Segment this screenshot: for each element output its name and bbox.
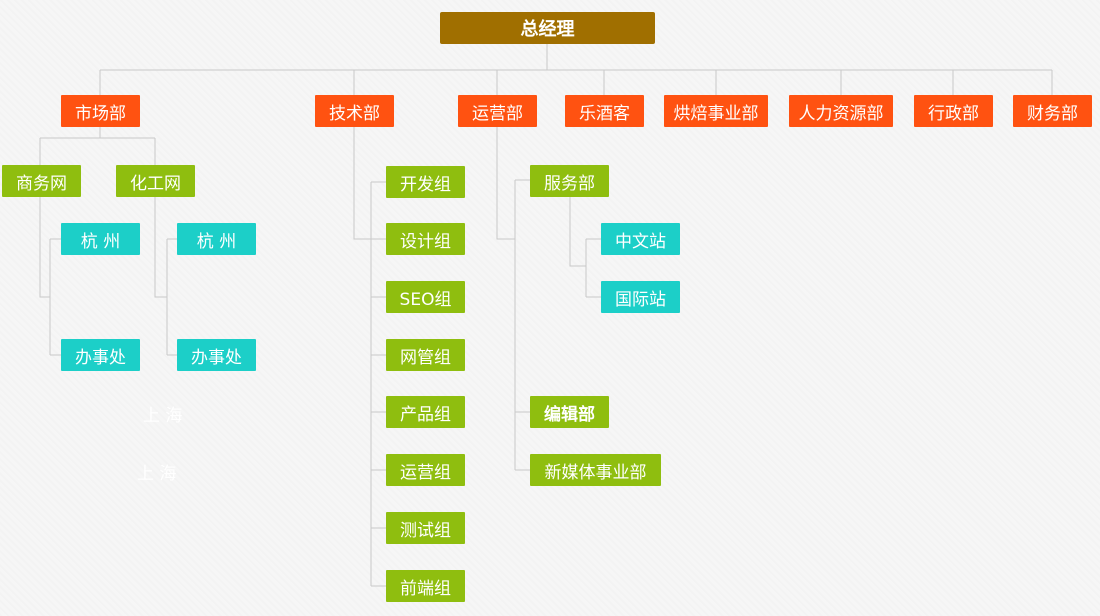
- faint-label-shanghai: 上 海: [143, 406, 183, 426]
- dept-ops[interactable]: 运营部: [458, 95, 537, 127]
- tech-team-dev[interactable]: 开发组: [386, 166, 465, 198]
- ops-editorial-dept[interactable]: 编辑部: [530, 396, 609, 428]
- tech-team-netadmin[interactable]: 网管组: [386, 339, 465, 371]
- connector-line: [39, 197, 61, 356]
- chem-net-hangzhou[interactable]: 杭 州: [177, 223, 256, 255]
- connector-line: [569, 197, 601, 298]
- tech-team-seo[interactable]: SEO组: [386, 281, 465, 313]
- tech-team-design[interactable]: 设计组: [386, 223, 465, 255]
- tech-team-testing[interactable]: 测试组: [386, 512, 465, 544]
- dept-tech[interactable]: 技术部: [315, 95, 394, 127]
- tech-team-ops[interactable]: 运营组: [386, 454, 465, 486]
- dept-lejiuke[interactable]: 乐酒客: [565, 95, 644, 127]
- business-net-hangzhou[interactable]: 杭 州: [61, 223, 140, 255]
- service-international-site[interactable]: 国际站: [601, 281, 680, 313]
- root-node-general-manager[interactable]: 总经理: [440, 12, 655, 44]
- connector-line: [154, 197, 177, 356]
- market-business-net[interactable]: 商务网: [2, 165, 81, 197]
- connector-line: [496, 127, 530, 471]
- service-chinese-site[interactable]: 中文站: [601, 223, 680, 255]
- faint-label-shanghai: 上 海: [137, 464, 177, 484]
- tech-team-product[interactable]: 产品组: [386, 396, 465, 428]
- market-chem-net[interactable]: 化工网: [116, 165, 195, 197]
- ops-new-media-dept[interactable]: 新媒体事业部: [530, 454, 661, 486]
- dept-bakery[interactable]: 烘焙事业部: [664, 95, 768, 127]
- tech-team-frontend[interactable]: 前端组: [386, 570, 465, 602]
- dept-hr[interactable]: 人力资源部: [789, 95, 893, 127]
- connector-line: [39, 127, 156, 165]
- business-net-office[interactable]: 办事处: [61, 339, 140, 371]
- connector-line: [99, 70, 1053, 95]
- chem-net-office[interactable]: 办事处: [177, 339, 256, 371]
- dept-market[interactable]: 市场部: [61, 95, 140, 127]
- ops-service-dept[interactable]: 服务部: [530, 165, 609, 197]
- dept-finance[interactable]: 财务部: [1013, 95, 1092, 127]
- dept-admin[interactable]: 行政部: [914, 95, 993, 127]
- connector-line: [353, 127, 386, 587]
